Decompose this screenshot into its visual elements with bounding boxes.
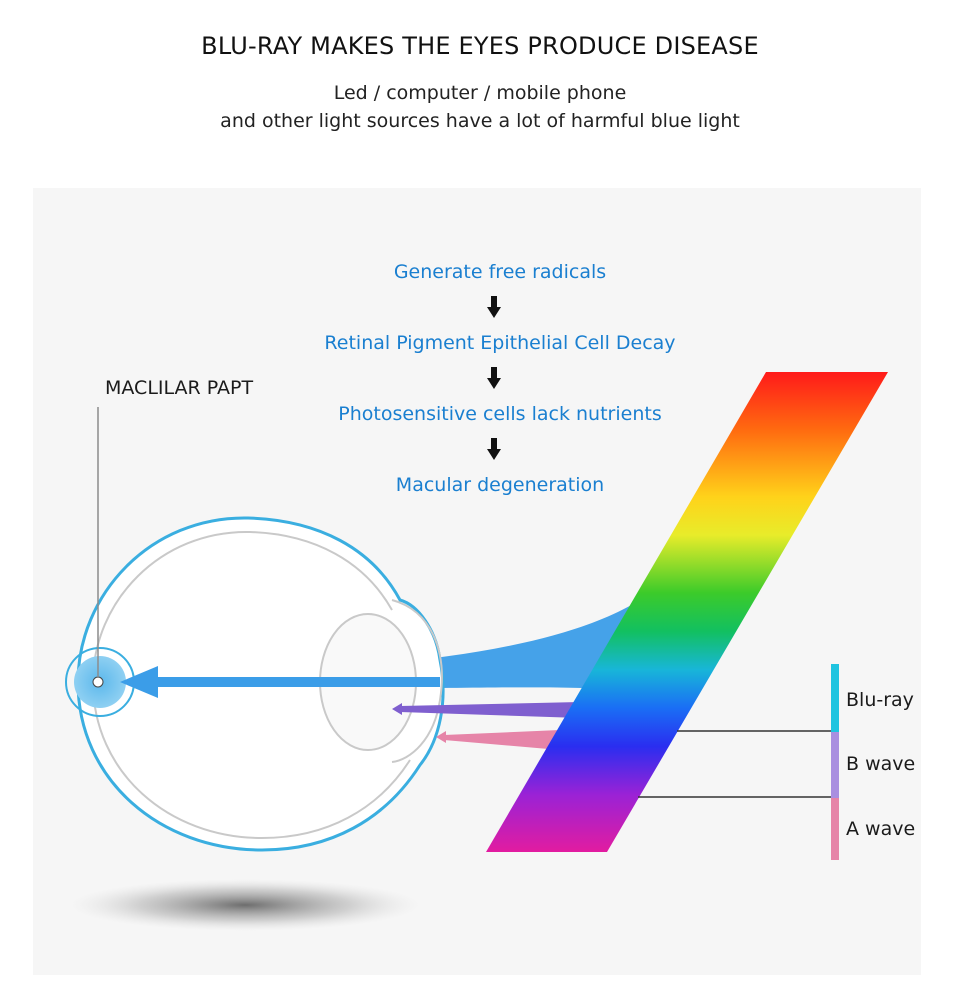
a-wave-arrow	[436, 730, 560, 750]
macula-label: MACLILAR PAPT	[105, 377, 254, 399]
down-arrow-icon	[487, 296, 501, 318]
light-spectrum-band	[486, 372, 888, 852]
legend-bar-blu-ray	[831, 664, 839, 732]
subtitle-line-2: and other light sources have a lot of ha…	[220, 110, 740, 132]
legend-label-blu-ray: Blu-ray	[846, 689, 914, 711]
legend-label-b-wave: B wave	[846, 753, 916, 775]
legend-label-a-wave: A wave	[846, 818, 916, 840]
chain-step-4: Macular degeneration	[395, 474, 605, 496]
chain-step-3: Photosensitive cells lack nutrients	[338, 403, 662, 425]
page-title: BLU-RAY MAKES THE EYES PRODUCE DISEASE	[201, 32, 759, 60]
blue-light-beam	[210, 600, 640, 690]
down-arrow-icon	[487, 438, 501, 460]
b-wave-arrow	[392, 702, 580, 718]
chain-step-2: Retinal Pigment Epithelial Cell Decay	[324, 332, 676, 354]
chain-step-1: Generate free radicals	[393, 261, 607, 283]
down-arrow-icon	[487, 367, 501, 389]
legend-bar-a-wave	[831, 798, 839, 860]
subtitle-line-1: Led / computer / mobile phone	[333, 82, 627, 104]
blue-light-arrow	[120, 666, 440, 698]
eye-shadow	[70, 879, 420, 931]
legend-bar-b-wave	[831, 732, 839, 798]
